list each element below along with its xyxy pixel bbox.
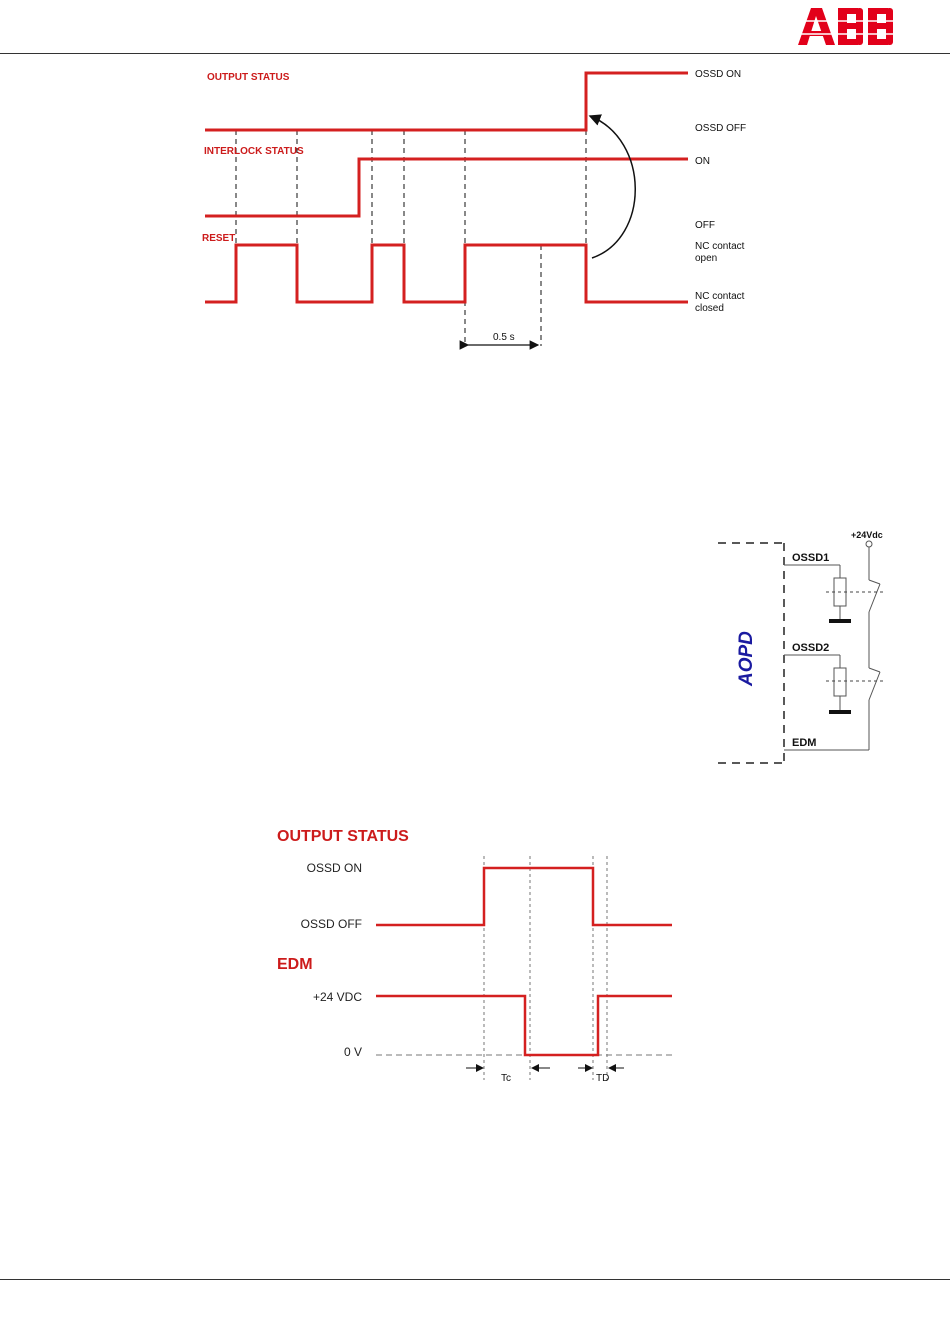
edm-ossd-on-label: OSSD ON bbox=[307, 861, 362, 875]
td-label: TD bbox=[596, 1073, 609, 1084]
edm-section-label: EDM bbox=[277, 956, 313, 973]
footer-rule bbox=[0, 1279, 950, 1280]
edm-ossd-off-label: OSSD OFF bbox=[301, 917, 362, 931]
tc-label: Tc bbox=[501, 1073, 511, 1084]
edm-output-status-label: OUTPUT STATUS bbox=[277, 828, 409, 845]
edm-timing-diagram: OUTPUT STATUS EDM OSSD ON OSSD OFF +24 V… bbox=[0, 0, 950, 1100]
edm-wave bbox=[376, 996, 672, 1055]
ossd-output-wave bbox=[376, 868, 672, 925]
v0-label: 0 V bbox=[344, 1045, 362, 1059]
v24-label: +24 VDC bbox=[313, 990, 362, 1004]
